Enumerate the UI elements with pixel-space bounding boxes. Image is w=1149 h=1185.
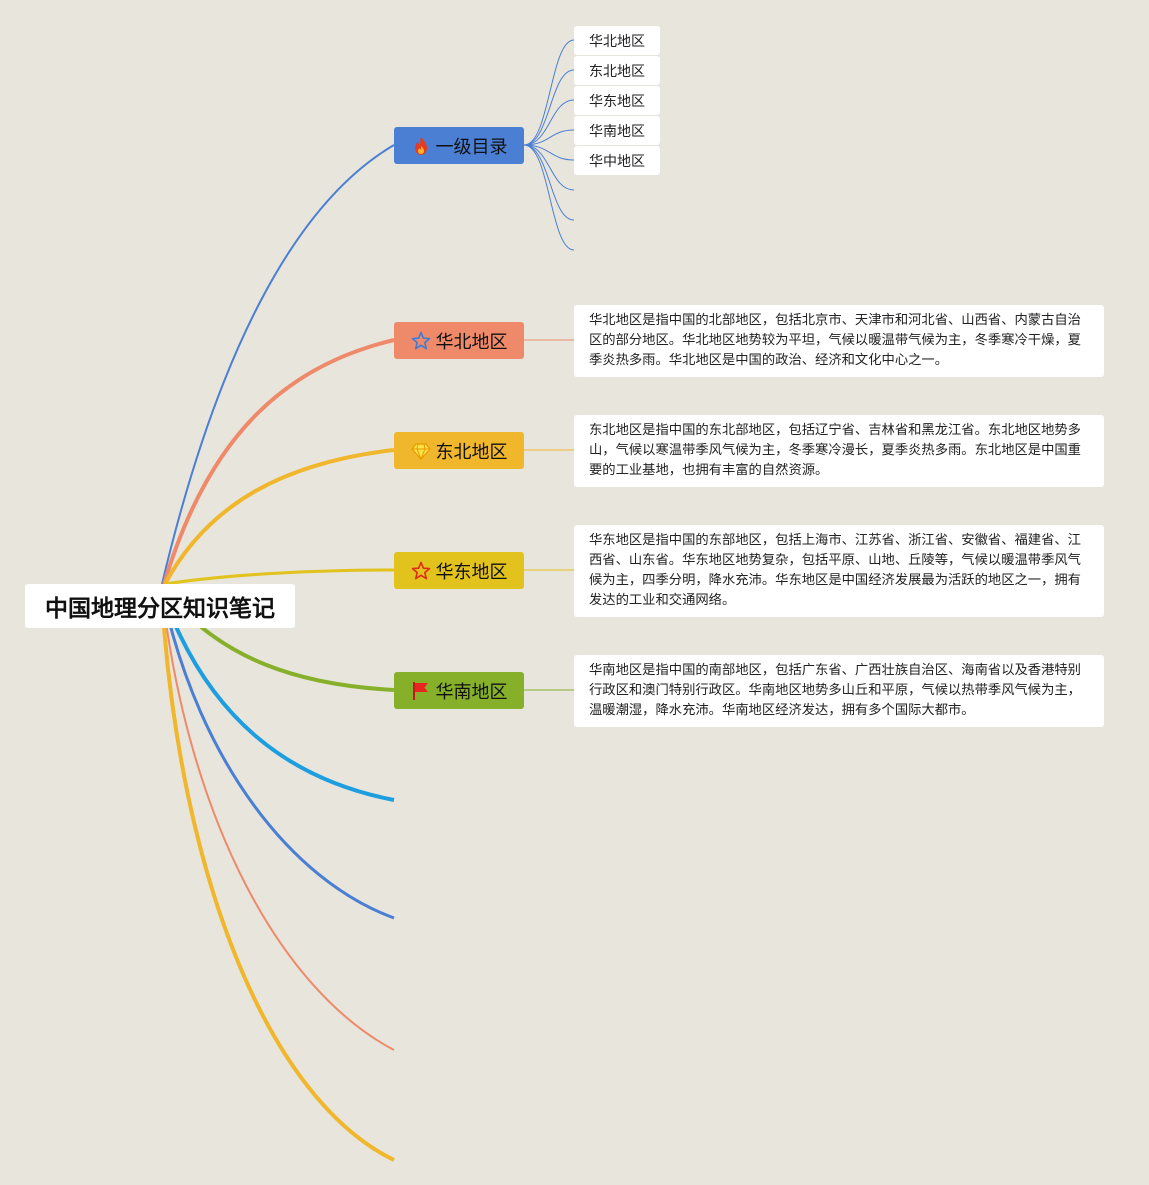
branch-huadong[interactable]: 华东地区 xyxy=(394,552,524,589)
description-huabei[interactable]: 华北地区是指中国的北部地区，包括北京市、天津市和河北省、山西省、内蒙古自治区的部… xyxy=(574,305,1104,377)
edge-catalog-leaf-3 xyxy=(523,99,575,146)
fire-icon xyxy=(411,136,431,156)
red-flag-icon xyxy=(411,681,431,701)
root-topic[interactable]: 中国地理分区知识笔记 xyxy=(25,584,295,628)
edge-catalog-leaf-1 xyxy=(523,39,575,146)
catalog-item-huanan[interactable]: 华南地区 xyxy=(574,116,660,145)
branch-huadong-label: 华东地区 xyxy=(435,561,508,583)
edge-root-dongbei xyxy=(163,448,395,585)
diamond-icon xyxy=(410,441,431,461)
star-outline-icon xyxy=(411,331,431,351)
branch-huanan-label: 华南地区 xyxy=(435,681,508,703)
catalog-item-huabei[interactable]: 华北地区 xyxy=(574,26,660,55)
description-text: 华南地区是指中国的南部地区，包括广东省、广西壮族自治区、海南省以及香港特别行政区… xyxy=(589,663,1081,718)
catalog-item-dongbei[interactable]: 东北地区 xyxy=(574,56,660,85)
branch-catalog[interactable]: 一级目录 xyxy=(394,127,524,164)
edge-root-empty-3 xyxy=(162,599,395,1051)
branch-catalog-label: 一级目录 xyxy=(435,136,508,158)
branch-huabei[interactable]: 华北地区 xyxy=(394,322,524,359)
branch-huanan[interactable]: 华南地区 xyxy=(394,672,524,709)
description-text: 华北地区是指中国的北部地区，包括北京市、天津市和河北省、山西省、内蒙古自治区的部… xyxy=(589,313,1081,368)
edge-root-catalog xyxy=(161,144,395,585)
description-huadong[interactable]: 华东地区是指中国的东部地区，包括上海市、江苏省、浙江省、安徽省、福建省、江西省、… xyxy=(574,525,1104,617)
description-huanan[interactable]: 华南地区是指中国的南部地区，包括广东省、广西壮族自治区、海南省以及香港特别行政区… xyxy=(574,655,1104,727)
root-title: 中国地理分区知识笔记 xyxy=(45,596,275,622)
catalog-item-label: 华北地区 xyxy=(589,33,645,50)
edge-root-empty-2 xyxy=(162,599,395,920)
catalog-item-label: 华南地区 xyxy=(589,123,645,140)
edge-root-empty-1 xyxy=(163,599,395,802)
catalog-item-huazhong[interactable]: 华中地区 xyxy=(574,146,660,175)
catalog-item-huadong[interactable]: 华东地区 xyxy=(574,86,660,115)
branch-dongbei-label: 东北地区 xyxy=(435,441,508,463)
catalog-item-label: 华中地区 xyxy=(589,153,645,170)
edge-catalog-leaf-5 xyxy=(523,144,575,161)
edge-root-huabei xyxy=(162,338,395,585)
branch-huabei-label: 华北地区 xyxy=(435,331,508,353)
description-text: 华东地区是指中国的东部地区，包括上海市、江苏省、浙江省、安徽省、福建省、江西省、… xyxy=(589,533,1081,608)
edge-root-huadong xyxy=(164,568,395,586)
description-text: 东北地区是指中国的东北部地区，包括辽宁省、吉林省和黑龙江省。东北地区地势多山，气… xyxy=(589,423,1081,478)
description-dongbei[interactable]: 东北地区是指中国的东北部地区，包括辽宁省、吉林省和黑龙江省。东北地区地势多山，气… xyxy=(574,415,1104,487)
edge-catalog-empty-1 xyxy=(523,144,575,191)
branch-dongbei[interactable]: 东北地区 xyxy=(394,432,524,469)
edge-catalog-empty-3 xyxy=(523,144,575,251)
star-red-outline-icon xyxy=(411,561,431,581)
catalog-item-label: 东北地区 xyxy=(589,63,645,80)
edge-catalog-leaf-2 xyxy=(523,69,575,146)
edge-catalog-empty-2 xyxy=(523,144,575,221)
edge-root-empty-4 xyxy=(160,599,395,1162)
catalog-item-label: 华东地区 xyxy=(589,93,645,110)
edge-catalog-leaf-4 xyxy=(523,129,575,146)
